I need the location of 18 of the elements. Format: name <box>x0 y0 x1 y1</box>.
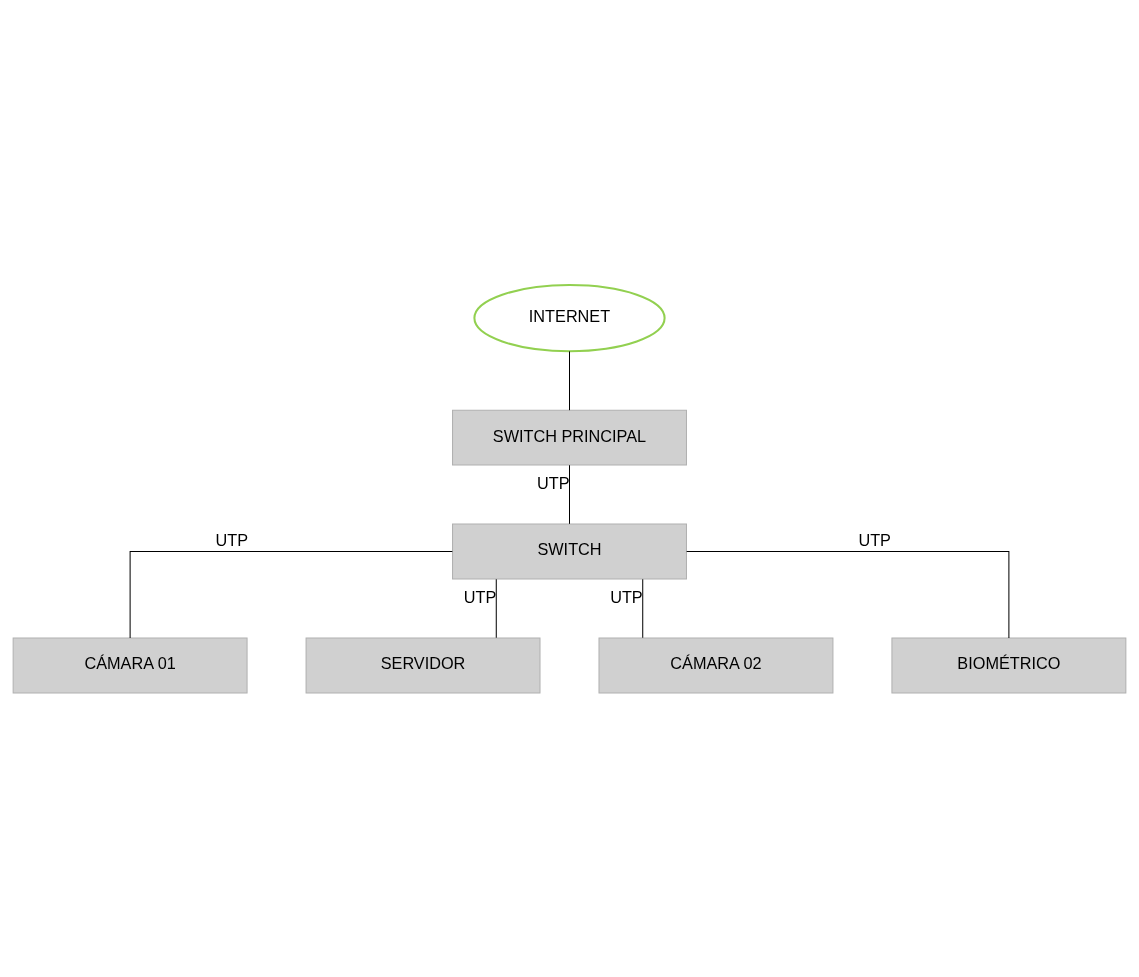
edge-label: UTP <box>463 587 497 606</box>
node-box: BIOMÉTRICO <box>891 637 1127 693</box>
node-box: SERVIDOR <box>305 637 541 693</box>
connector <box>129 550 453 638</box>
edge-label: UTP <box>858 530 891 549</box>
node-box: CÁMARA 02 <box>598 637 834 693</box>
node-box: SWITCH PRINCIPAL <box>452 409 687 466</box>
edge-label: UTP <box>536 473 570 492</box>
connector <box>569 464 570 524</box>
node-box: SWITCH <box>452 523 687 579</box>
connector <box>642 578 644 638</box>
node-box: CÁMARA 01 <box>12 637 248 693</box>
connector <box>495 578 497 638</box>
node-ellipse: INTERNET <box>473 283 666 352</box>
connector <box>686 550 1010 638</box>
connector <box>569 350 570 411</box>
edge-label: UTP <box>610 587 643 606</box>
edge-label: UTP <box>215 530 249 549</box>
